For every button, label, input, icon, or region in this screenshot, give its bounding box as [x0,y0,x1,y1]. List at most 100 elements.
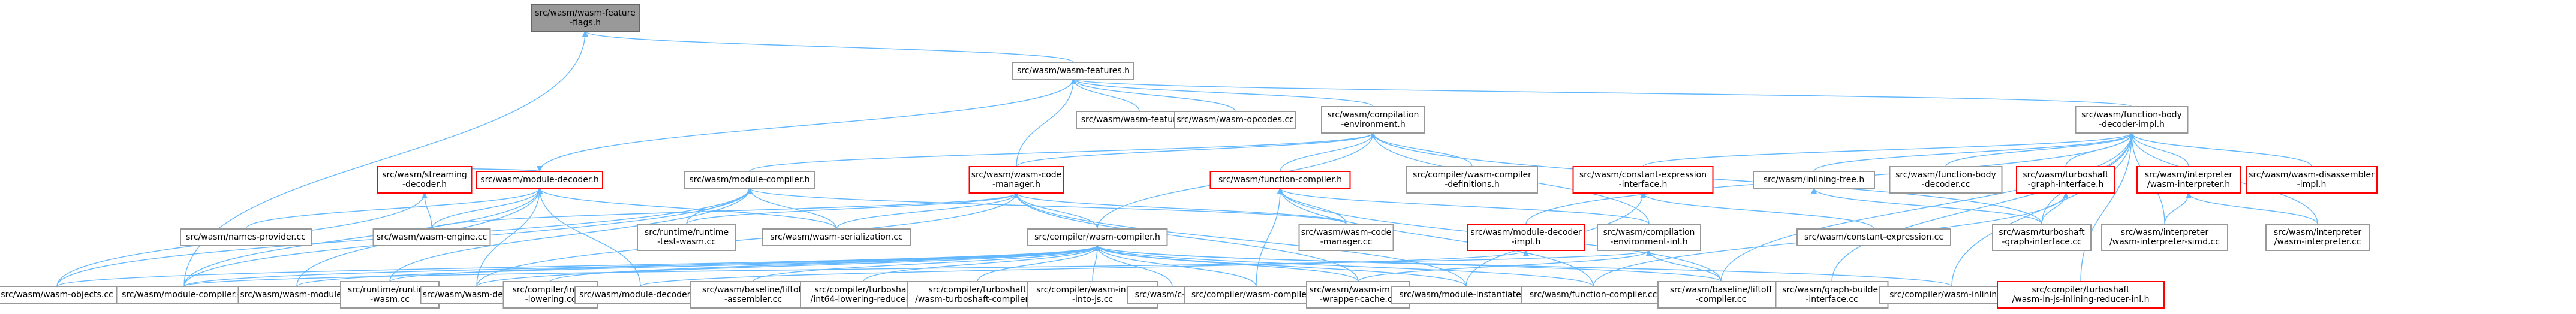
node-module-instantiate[interactable]: src/wasm/module-instantiate.cc [1391,286,1541,304]
edge-compiler_definitions-to-compilation_env [1370,132,1473,167]
node-wasm-serialization[interactable]: src/wasm/wasm-serialization.cc [762,228,911,246]
node-liftoff-assembler[interactable]: src/wasm/baseline/liftoff-assembler.cc [690,281,817,309]
node-disassembler-impl[interactable]: src/wasm/wasm-disassembler-impl.h [2246,166,2378,194]
node-int64-lowering-reducer[interactable]: src/compiler/turboshaft/int64-lowering-r… [800,281,927,309]
node-function-compiler-h[interactable]: src/wasm/function-compiler.h [1209,171,1351,189]
edge-turboshaft_graph_interface_cc-to-inlining_tree [1811,188,2042,225]
node-label: src/runtime/runtime [645,228,729,237]
node-label: src/wasm/wasm-serialization.cc [770,233,902,242]
node-wasm-compiler-cc[interactable]: src/compiler/wasm-compiler.cc [1184,286,1329,304]
edge-int64_lowering_reducer-to-wasm_compiler_h [863,245,1100,282]
node-label: src/wasm/wasm-disassembler [2249,170,2375,180]
node-box [2136,166,2241,194]
node-label: src/compiler/int64 [513,285,589,295]
node-module-compiler-cc[interactable]: src/wasm/module-compiler.cc [116,286,252,304]
node-label: /wasm-interpreter-simd.cc [2109,237,2220,247]
node-box [2075,106,2189,134]
node-constant-expression-interface-h[interactable]: src/wasm/constant-expression-interface.h [1572,166,1714,194]
node-wasm-objects[interactable]: src/wasm/wasm-objects.cc [0,286,118,304]
node-interpreter-cc[interactable]: src/wasm/interpreter/wasm-interpreter.cc [2265,224,2370,251]
node-fn-body-decoder-impl[interactable]: src/wasm/function-body-decoder-impl.h [2075,106,2189,134]
node-label: -interface.cc [1805,295,1858,304]
node-features-h[interactable]: src/wasm/wasm-features.h [1012,62,1134,80]
node-interpreter-h[interactable]: src/wasm/interpreter/wasm-interpreter.h [2136,166,2241,194]
node-function-compiler-cc[interactable]: src/wasm/function-compiler.cc [1521,286,1666,304]
node-wasm-code-manager-h[interactable]: src/wasm/wasm-code-manager.h [968,166,1064,194]
node-label: src/wasm/compilation [1328,110,1419,120]
node-interpreter-simd[interactable]: src/wasm/interpreter/wasm-interpreter-si… [2101,224,2228,251]
node-box [690,281,817,309]
node-box [1467,224,1585,251]
node-js-inlining-reducer[interactable]: src/compiler/turboshaft/wasm-in-js-inlin… [1997,281,2165,309]
node-turboshaft-compiler[interactable]: src/compiler/turboshaft/wasm-turboshaft-… [907,281,1048,309]
node-label: -impl.h [2297,180,2327,189]
edge-int64_lowering-to-wasm_compiler_h [550,245,1100,282]
edge-module_compiler_cc-to-module_decoder_h [183,188,543,287]
node-box [1572,166,1714,194]
node-label: src/wasm/interpreter [2121,228,2209,237]
node-wasm-engine[interactable]: src/wasm/wasm-engine.cc [372,228,491,246]
node-label: src/wasm/module-decoder [1470,228,1582,237]
node-label: src/compiler/wasm-compiler.cc [1191,290,1321,300]
edge-features_h-to-feature_flags [582,31,1074,63]
edge-module_compiler_cc-to-feature_flags [183,31,588,287]
node-wasm-code-manager-cc[interactable]: src/wasm/wasm-code-manager.cc [1298,224,1394,251]
node-liftoff-compiler[interactable]: src/wasm/baseline/liftoff-compiler.cc [1657,281,1784,309]
node-turboshaft-graph-interface-cc[interactable]: src/wasm/turboshaft-graph-interface.cc [1992,224,2092,251]
node-label: -compiler.cc [1696,295,1747,304]
node-compilation-env[interactable]: src/wasm/compilation-environment.h [1321,106,1425,134]
node-label: src/wasm/function-compiler.h [1218,175,1342,185]
node-label: src/compiler/wasm-inlining [1036,285,1149,295]
node-module-decoder-h[interactable]: src/wasm/module-decoder.h [476,171,603,189]
edge-wasm_serialization-to-module_decoder_h [537,188,837,230]
edge-liftoff_compiler-to-compilation_env_inl [1646,250,1722,282]
node-box [1027,228,1168,246]
node-inlining-tree[interactable]: src/wasm/inlining-tree.h [1753,171,1875,189]
node-box [800,281,927,309]
node-label: src/wasm/function-body [1895,170,1996,180]
node-streaming-decoder[interactable]: src/wasm/streaming-decoder.h [377,166,473,194]
node-box [1209,171,1351,189]
edge-wasm_engine-to-streaming_decoder [422,192,432,230]
edges-layer [56,31,2318,287]
node-label: src/wasm/streaming [382,170,467,180]
node-names-provider[interactable]: src/wasm/names-provider.cc [180,228,312,246]
node-box [1775,281,1889,309]
node-compilation-env-inl[interactable]: src/wasm/compilation-environment-inl.h [1597,224,1701,251]
node-turboshaft-graph-interface-h[interactable]: src/wasm/turboshaft-graph-interface.h [2016,166,2115,194]
node-feature-flags[interactable]: src/wasm/wasm-feature-flags.h [531,4,640,32]
node-label: src/wasm/module-decoder.cc [579,290,702,300]
node-label: src/compiler/wasm-compiler [1413,170,1531,180]
node-label: src/wasm/turboshaft [2023,170,2109,180]
edge-names_provider-to-module_decoder_h [245,188,543,230]
node-wasm-module-cc[interactable]: src/wasm/wasm-module.cc [237,286,356,304]
edge-wrapper_cache-to-wasm_code_manager_h [1013,192,1359,282]
node-box [1406,166,1538,194]
node-label: src/wasm/turboshaft [1999,228,2085,237]
node-test-wasm[interactable]: src/runtime/runtime-test-wasm.cc [637,224,736,251]
node-module-compiler-h[interactable]: src/wasm/module-compiler.h [684,171,815,189]
node-graph-builder-interface[interactable]: src/wasm/graph-builder-interface.cc [1775,281,1889,309]
node-box [1796,228,1951,246]
node-compiler-definitions[interactable]: src/compiler/wasm-compiler-definitions.h [1406,166,1538,194]
edge-wasm_compiler_cc-to-wasm_compiler_h [1094,245,1257,287]
edge-function_compiler_h-to-compilation_env [1280,132,1376,172]
node-box [2246,166,2378,194]
node-label: -wasm.cc [370,295,410,304]
node-label: src/wasm/module-compiler.cc [122,290,246,300]
node-opcodes-cc[interactable]: src/wasm/wasm-opcodes.cc [1174,111,1296,129]
node-module-decoder-cc[interactable]: src/wasm/module-decoder.cc [574,286,706,304]
node-label: src/wasm/wasm-module.cc [240,290,353,300]
node-label: src/wasm/module-decoder.h [480,175,598,185]
node-box [637,224,736,251]
node-label: src/compiler/turboshaft [814,285,913,295]
node-label: -into-js.cc [1072,295,1113,304]
node-label: -decoder.cc [1922,180,1970,189]
node-module-decoder-impl[interactable]: src/wasm/module-decoder-impl.h [1467,224,1585,251]
node-box [2101,224,2228,251]
node-box [372,228,491,246]
node-fn-body-decoder-cc[interactable]: src/wasm/function-body-decoder.cc [1889,166,2003,194]
node-constant-expression-cc[interactable]: src/wasm/constant-expression.cc [1796,228,1951,246]
node-wasm-compiler-h[interactable]: src/compiler/wasm-compiler.h [1027,228,1168,246]
edge-module_instantiate-to-wasm_code_manager_h [1013,192,1467,287]
